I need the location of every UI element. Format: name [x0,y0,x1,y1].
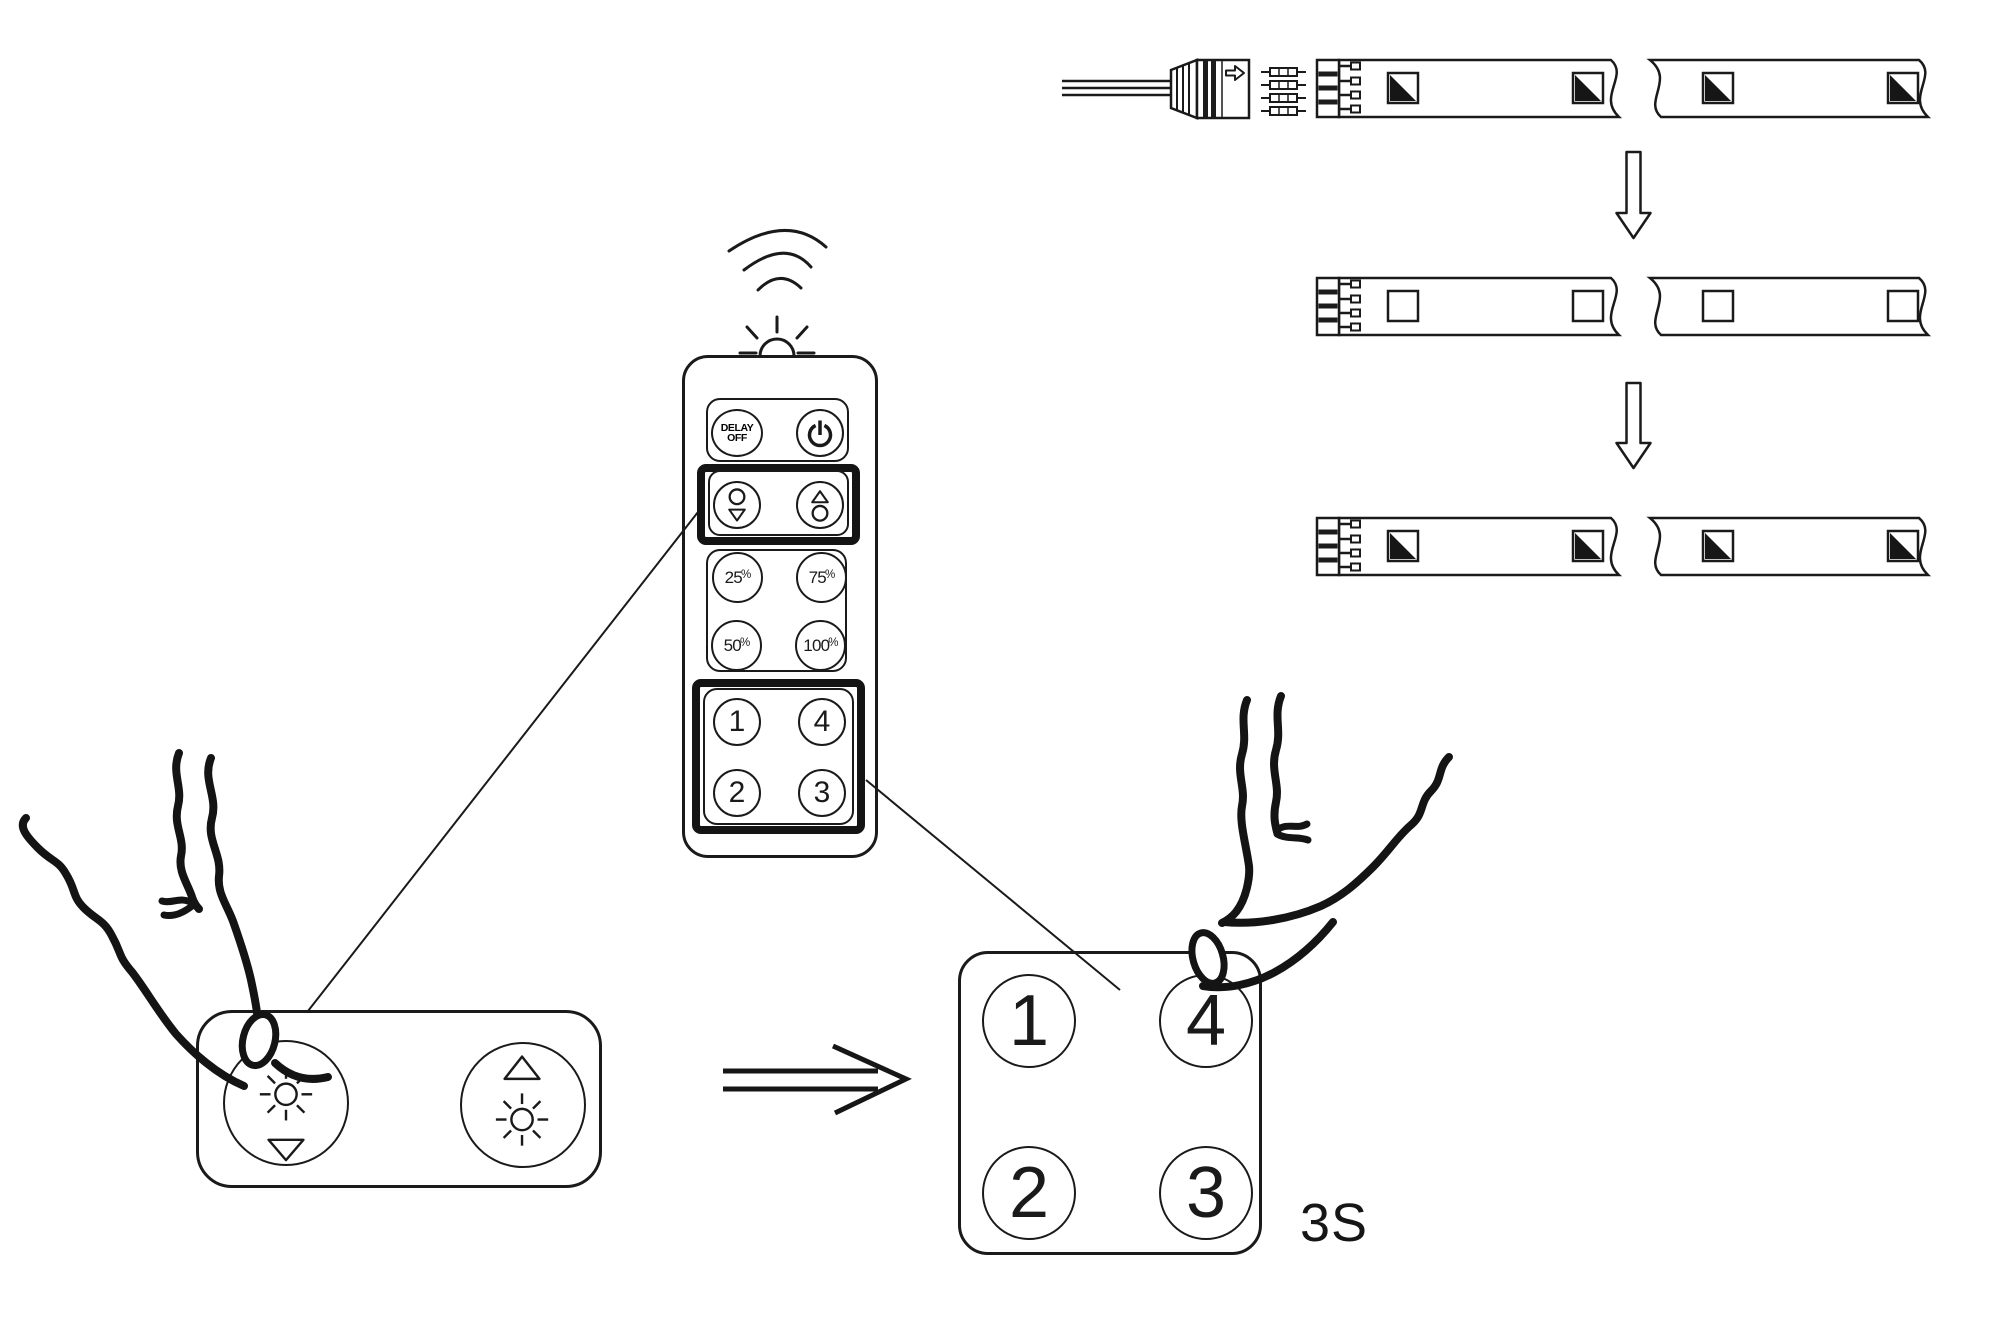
controller-wires [1062,79,1173,97]
panel-zone-2-label: 2 [1008,1153,1050,1233]
insert-direction-arrow-icon [1225,65,1245,81]
zone-2-label: 2 [728,776,746,809]
panel-zone-4-label: 4 [1185,981,1227,1061]
brightness-up-icon [811,490,829,522]
panel-zone-4-button[interactable]: 4 [1159,974,1253,1068]
strip-row-connected [1062,58,1932,120]
transform-arrow-icon [723,1043,912,1116]
rf-signal-arcs-icon [727,228,828,292]
panel-dim-down-button[interactable] [223,1040,349,1166]
percent-50-button[interactable]: 50% [711,620,762,671]
panel-dim-up-button[interactable] [460,1042,586,1168]
strip-row-on [1315,516,1932,577]
dimmer-wall-panel [196,1010,602,1188]
hold-time-label: 3S [1300,1193,1369,1253]
panel-zone-3-button[interactable]: 3 [1159,1146,1253,1240]
percent-100-label: 100 [803,635,830,655]
led-strip-segment [1337,58,1623,119]
delay-off-label-line2: OFF [727,432,747,444]
zone-4-button[interactable]: 4 [798,698,846,746]
zone-2-button[interactable]: 2 [713,769,761,817]
strip-connector-icon [1315,516,1361,577]
step-down-arrow-icon [1615,381,1652,470]
delay-off-label-line1: DELAY [720,422,754,434]
percent-50-label: 50 [723,635,742,655]
delay-off-button[interactable]: DELAY OFF [711,409,763,457]
right-hand-pressing-finger [1188,692,1453,992]
controller-plug-icon [1169,58,1251,120]
led-unlit-icon [1386,289,1920,323]
dim-up-button[interactable] [796,481,844,529]
pin-header-icon [1261,67,1306,116]
led-strip-segment [1646,276,1932,337]
zone-1-label: 1 [728,705,746,738]
led-lit-icon [1386,71,1920,105]
remote-control: DELAY OFF 25% [682,355,878,858]
percent-25-label: 25 [724,567,743,587]
percent-75-button[interactable]: 75% [796,552,847,603]
power-icon [807,420,833,448]
strip-connector-icon [1315,276,1361,337]
led-strip-segment [1337,516,1623,577]
led-lit-icon [1386,529,1920,563]
strip-connector-icon [1315,58,1361,119]
indicator-sun-icon [738,315,816,358]
led-strip-segment [1337,276,1623,337]
sun-dim-down-icon [259,1068,313,1162]
led-strip-segment [1646,58,1932,119]
zone-wall-panel: 1 4 2 3 [958,951,1262,1255]
callout-line-dimmer [307,511,699,1012]
zone-3-button[interactable]: 3 [798,769,846,817]
power-button[interactable] [796,409,844,457]
panel-zone-3-label: 3 [1185,1153,1227,1233]
panel-zone-1-button[interactable]: 1 [982,974,1076,1068]
percent-25-button[interactable]: 25% [712,552,763,603]
strip-row-off [1315,276,1932,337]
zone-1-button[interactable]: 1 [713,698,761,746]
zone-4-label: 4 [813,705,831,738]
dim-down-button[interactable] [713,481,761,529]
percent-75-label: 75 [808,567,827,587]
led-strip-segment [1646,516,1932,577]
sun-dim-up-icon [495,1055,549,1146]
panel-zone-2-button[interactable]: 2 [982,1146,1076,1240]
brightness-down-icon [728,488,746,522]
percent-100-button[interactable]: 100% [795,620,846,671]
step-down-arrow-icon [1615,150,1652,240]
panel-zone-1-label: 1 [1008,981,1050,1061]
zone-3-label: 3 [813,776,831,809]
